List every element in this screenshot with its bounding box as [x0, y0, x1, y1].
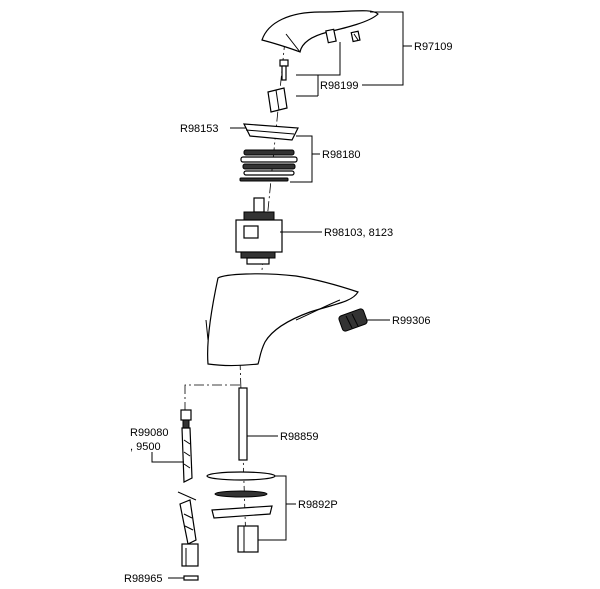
aerator — [338, 308, 368, 332]
mixer-body — [205, 273, 359, 367]
label-r98180: R98180 — [322, 149, 361, 161]
label-r97109: R97109 — [414, 41, 453, 53]
mounting-set — [206, 471, 276, 553]
bracket-r98180 — [290, 135, 313, 183]
threaded-stud — [238, 387, 248, 461]
handle-screws — [325, 28, 361, 44]
label-r98103: R98103, 8123 — [324, 227, 393, 239]
adapter — [267, 87, 288, 113]
label-r99306: R99306 — [392, 315, 431, 327]
label-r9892p: R9892P — [298, 499, 338, 511]
bracket-r97109 — [362, 11, 404, 86]
cartridge — [235, 197, 283, 265]
o-ring-set — [239, 149, 298, 182]
label-r98153: R98153 — [180, 123, 219, 135]
label-r99080-line2: , 9500 — [130, 441, 161, 453]
pin — [279, 59, 289, 81]
bracket-r98199 — [296, 42, 341, 76]
lever-handle — [261, 10, 379, 53]
bracket-r9892p — [258, 475, 287, 541]
leader-r99080 — [151, 452, 184, 463]
cover-cap — [242, 123, 299, 141]
label-r98859: R98859 — [280, 431, 319, 443]
flexible-hose — [177, 409, 199, 581]
label-r98199: R98199 — [320, 80, 359, 92]
label-r98965: R98965 — [124, 573, 163, 585]
label-r99080-line1: R99080 — [130, 427, 169, 439]
hose-axis — [184, 384, 240, 410]
